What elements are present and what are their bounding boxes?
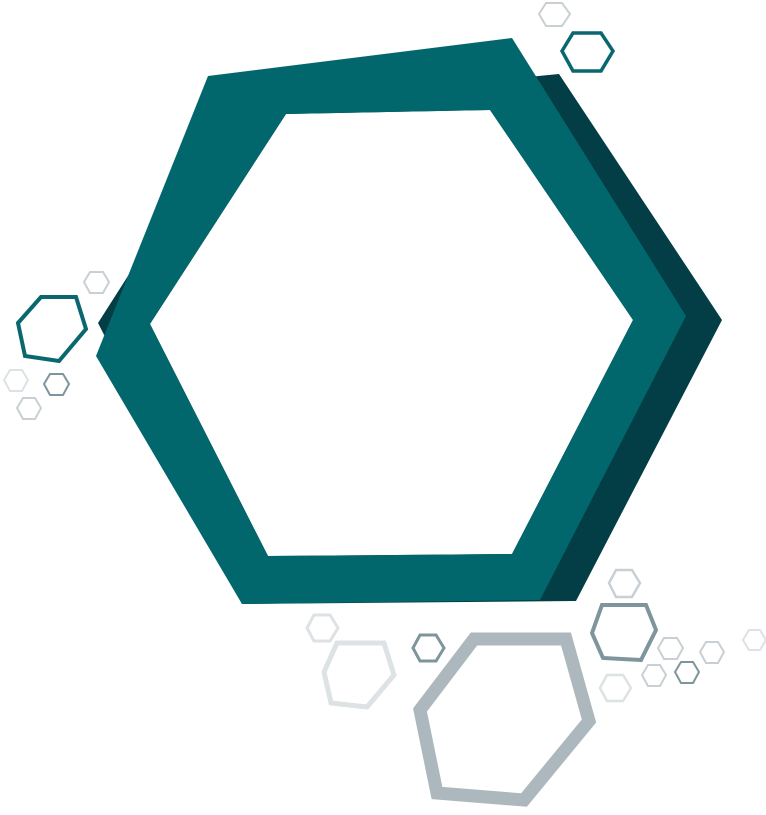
hexagon-outline-icon: [607, 568, 642, 599]
main-hexagon-frame-icon: [96, 38, 686, 604]
hexagon-outline-icon: [741, 629, 766, 651]
hexagon-outline-icon: [656, 637, 685, 660]
hexagon-outline-icon: [559, 31, 616, 73]
hexagon-outline-icon: [82, 271, 111, 294]
slate-hexagon-outline-icon: [589, 603, 659, 663]
hexagon-outline-icon: [2, 369, 30, 392]
hexagon-outline-icon: [673, 661, 701, 684]
large-gray-hexagon-outline-icon: [413, 632, 597, 807]
hexagon-outline-icon: [305, 613, 340, 643]
hexagon-outline-icon: [537, 2, 572, 27]
hexagon-outline-icon: [598, 673, 633, 703]
hexagon-outline-icon: [640, 664, 668, 687]
light-hexagon-outline-icon: [321, 640, 397, 710]
hexagon-outline-icon: [42, 373, 71, 396]
teal-hexagon-outline-icon: [15, 295, 89, 364]
hexagon-outline-icon: [698, 641, 726, 664]
hexagon-outline-icon: [411, 633, 446, 663]
hexagon-outline-icon: [15, 397, 43, 420]
